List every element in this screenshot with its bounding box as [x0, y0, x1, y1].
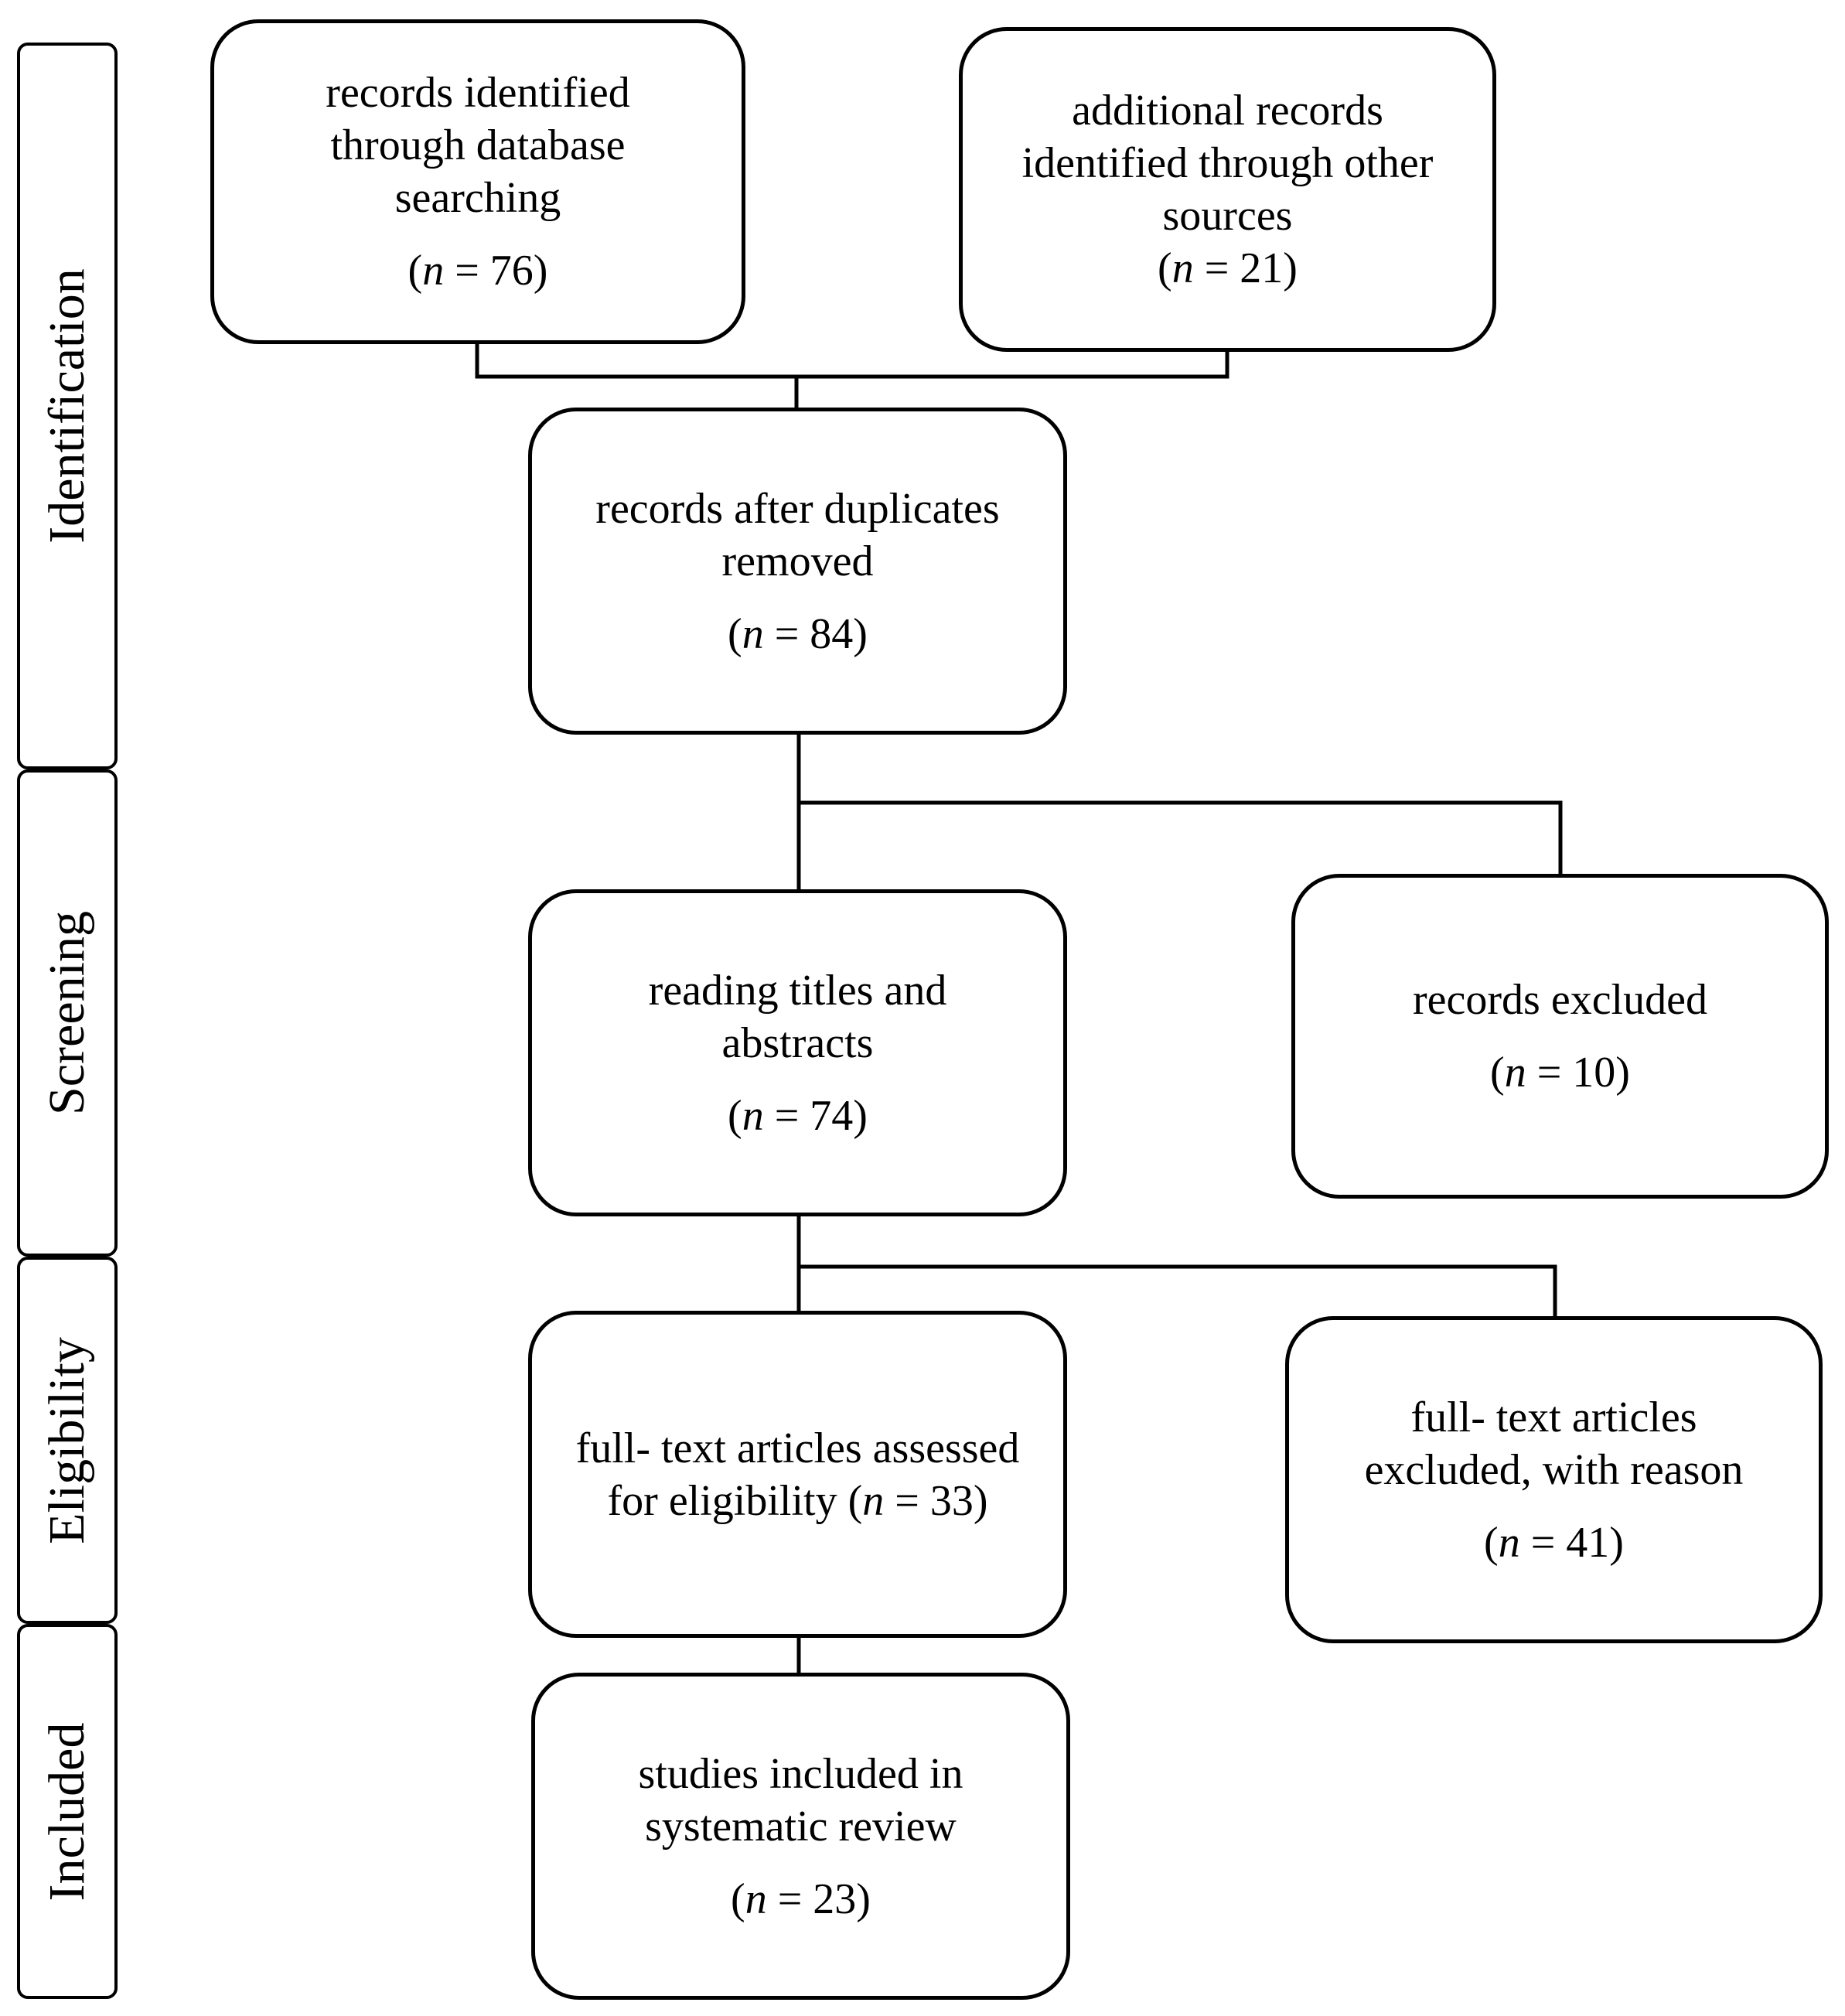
count-value: 84	[810, 609, 854, 658]
box-text-line: additional records	[1072, 87, 1383, 135]
count-value: 74	[810, 1091, 854, 1140]
count-value: 41	[1566, 1518, 1610, 1567]
box-text-line: systematic review	[645, 1802, 957, 1851]
box-text-line: through database	[330, 121, 626, 169]
box-eligibility: full- text articles assessed for eligibi…	[528, 1311, 1067, 1638]
box-after-duplicates: records after duplicates removed (n = 84…	[528, 408, 1067, 735]
box-text-line: studies included in	[638, 1749, 963, 1798]
box-text-line: identified through other	[1021, 139, 1434, 187]
box-count: (n = 76)	[408, 247, 548, 295]
count-value: 10	[1572, 1049, 1616, 1097]
equals-sign: =	[455, 247, 479, 295]
box-text-line: full- text articles	[1410, 1393, 1697, 1441]
equals-sign: =	[1530, 1518, 1556, 1567]
box-text-line: records identified	[326, 69, 630, 117]
n-symbol: n	[1498, 1518, 1520, 1567]
box-text-line: excluded, with reason	[1364, 1445, 1744, 1494]
box-text-line: reading titles and	[648, 966, 947, 1015]
count-value: 23	[813, 1874, 857, 1923]
box-count: (n = 74)	[728, 1091, 868, 1140]
n-symbol: n	[745, 1874, 767, 1923]
n-symbol: n	[742, 1091, 764, 1140]
n-symbol: n	[1171, 244, 1194, 292]
box-database-records: records identified through database sear…	[210, 19, 745, 344]
connector-screening-split	[796, 1212, 1557, 1321]
count-value: 21	[1240, 244, 1284, 292]
n-symbol: n	[422, 247, 445, 295]
n-symbol: n	[1504, 1049, 1526, 1097]
stage-screening: Screening	[17, 769, 118, 1257]
connector-sources-merge	[475, 339, 1229, 379]
stage-identification: Identification	[17, 43, 118, 769]
box-count: (n = 21)	[1158, 244, 1298, 292]
equals-sign: =	[1204, 244, 1229, 292]
stage-included: Included	[17, 1624, 118, 1999]
stage-eligibility: Eligibility	[17, 1257, 118, 1624]
equals-sign: =	[774, 1091, 800, 1140]
box-text-line: records after duplicates	[595, 484, 1000, 533]
equals-sign: =	[774, 609, 800, 658]
box-count: (n = 41)	[1484, 1518, 1624, 1567]
box-screening: reading titles and abstracts (n = 74)	[528, 889, 1067, 1216]
box-count: (n = 84)	[728, 609, 868, 658]
equals-sign: =	[895, 1476, 919, 1525]
count-value: 33	[929, 1476, 974, 1525]
box-text-line: abstracts	[721, 1018, 874, 1067]
box-text-line: records excluded	[1413, 976, 1707, 1024]
n-symbol: n	[862, 1476, 885, 1525]
box-other-sources: additional records identified through ot…	[959, 27, 1496, 352]
box-text-line: searching	[394, 174, 561, 222]
box-text-line: for eligibility (n = 33)	[607, 1476, 988, 1525]
equals-sign: =	[1536, 1049, 1562, 1097]
box-text-line: sources	[1162, 192, 1293, 240]
n-symbol: n	[742, 609, 764, 658]
box-text-line: removed	[721, 537, 874, 585]
box-count: (n = 10)	[1490, 1049, 1630, 1097]
connector-duplicates-split	[796, 729, 1563, 892]
equals-sign: =	[777, 1874, 803, 1923]
count-value: 76	[489, 247, 534, 295]
box-included: studies included in systematic review (n…	[531, 1673, 1070, 2000]
box-text-line: full- text articles assessed	[575, 1424, 1020, 1472]
box-fulltext-excluded: full- text articles excluded, with reaso…	[1285, 1316, 1823, 1643]
box-count: (n = 23)	[731, 1874, 871, 1923]
inline-prefix: for eligibility	[607, 1476, 837, 1525]
box-records-excluded: records excluded (n = 10)	[1291, 874, 1829, 1199]
